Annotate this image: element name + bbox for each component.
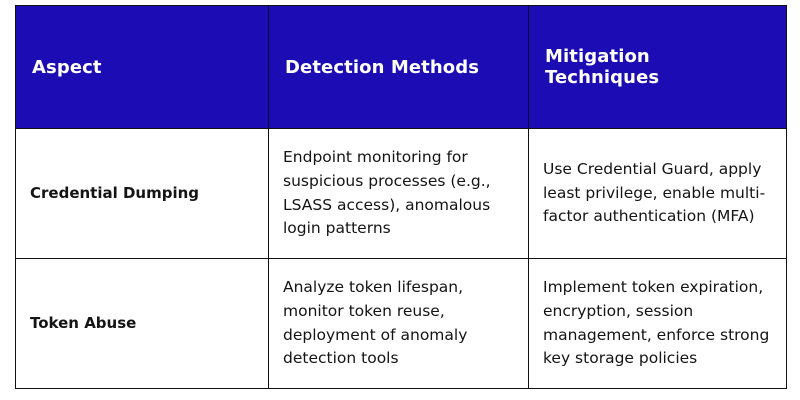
table-row: Credential Dumping Endpoint monitoring f… [15,128,787,259]
cell-mitigation-token-abuse: Implement token expiration, encryption, … [528,258,787,389]
table-header: Aspect Detection Methods Mitigation Tech… [15,5,787,129]
comparison-table-container: Aspect Detection Methods Mitigation Tech… [15,5,787,389]
column-header-detection-methods: Detection Methods [268,5,529,129]
cell-detection-token-abuse: Analyze token lifespan, monitor token re… [268,258,529,389]
table-header-row: Aspect Detection Methods Mitigation Tech… [15,5,787,129]
comparison-table: Aspect Detection Methods Mitigation Tech… [15,5,787,389]
cell-aspect-credential-dumping: Credential Dumping [15,128,269,259]
table-row: Token Abuse Analyze token lifespan, moni… [15,258,787,389]
table-body: Credential Dumping Endpoint monitoring f… [15,128,787,389]
cell-mitigation-credential-dumping: Use Credential Guard, apply least privil… [528,128,787,259]
column-header-mitigation-techniques: Mitigation Techniques [528,5,787,129]
cell-aspect-token-abuse: Token Abuse [15,258,269,389]
cell-detection-credential-dumping: Endpoint monitoring for suspicious proce… [268,128,529,259]
column-header-aspect: Aspect [15,5,269,129]
